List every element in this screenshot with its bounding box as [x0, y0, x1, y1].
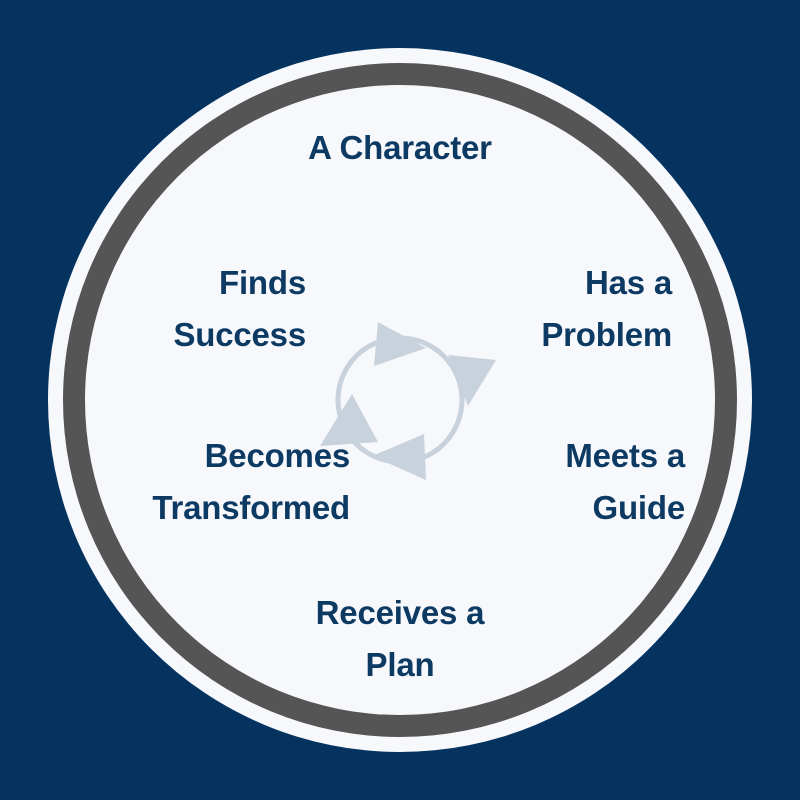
step-label-finds-success: Finds Success: [173, 264, 306, 354]
step-label-character: A Character: [308, 129, 492, 166]
step-label-has-problem: Has a Problem: [541, 264, 672, 354]
step-label-receives-plan: Receives a Plan: [315, 594, 485, 684]
step-label-meets-guide: Meets a Guide: [565, 437, 685, 527]
inner-circle-face: [85, 85, 715, 715]
step-label-becomes-transformed: Becomes Transformed: [152, 437, 350, 527]
